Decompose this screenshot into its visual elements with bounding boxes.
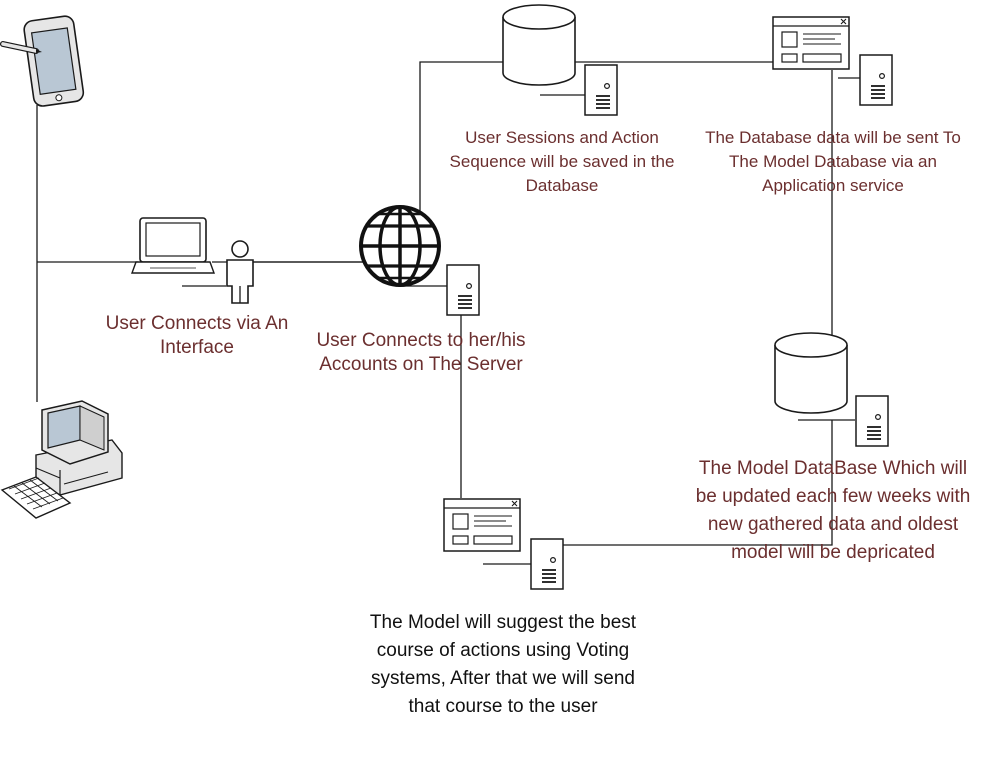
desktop-computer-icon bbox=[0, 400, 123, 519]
laptop-icon bbox=[131, 217, 215, 274]
server-icon bbox=[530, 538, 564, 590]
globe-icon bbox=[359, 205, 441, 287]
server-icon bbox=[855, 395, 889, 447]
connector-lines bbox=[36, 61, 862, 565]
globe-to-top-line bbox=[419, 61, 775, 215]
user-connects-interface-caption: User Connects via An Interface bbox=[105, 313, 289, 358]
tablet-icon bbox=[0, 15, 85, 107]
server-icon bbox=[584, 64, 618, 116]
server-icon bbox=[859, 54, 893, 106]
database-icon bbox=[774, 332, 848, 414]
user-connects-server-caption: User Connects to her/his Accounts on The… bbox=[316, 330, 526, 375]
model-suggest-caption: The Model will suggest the best course o… bbox=[369, 612, 637, 717]
server-icon bbox=[446, 264, 480, 316]
model-database-caption: The Model DataBase Which will be updated… bbox=[695, 458, 971, 563]
user-sessions-caption: User Sessions and Action Sequence will b… bbox=[449, 128, 675, 196]
app-to-modeldb-line bbox=[563, 420, 833, 546]
database-data-sent-caption: The Database data will be sent To The Mo… bbox=[705, 128, 961, 196]
application-window-icon bbox=[772, 16, 850, 70]
application-window-icon bbox=[443, 498, 521, 552]
database-icon bbox=[502, 4, 576, 86]
user-icon bbox=[226, 240, 254, 304]
